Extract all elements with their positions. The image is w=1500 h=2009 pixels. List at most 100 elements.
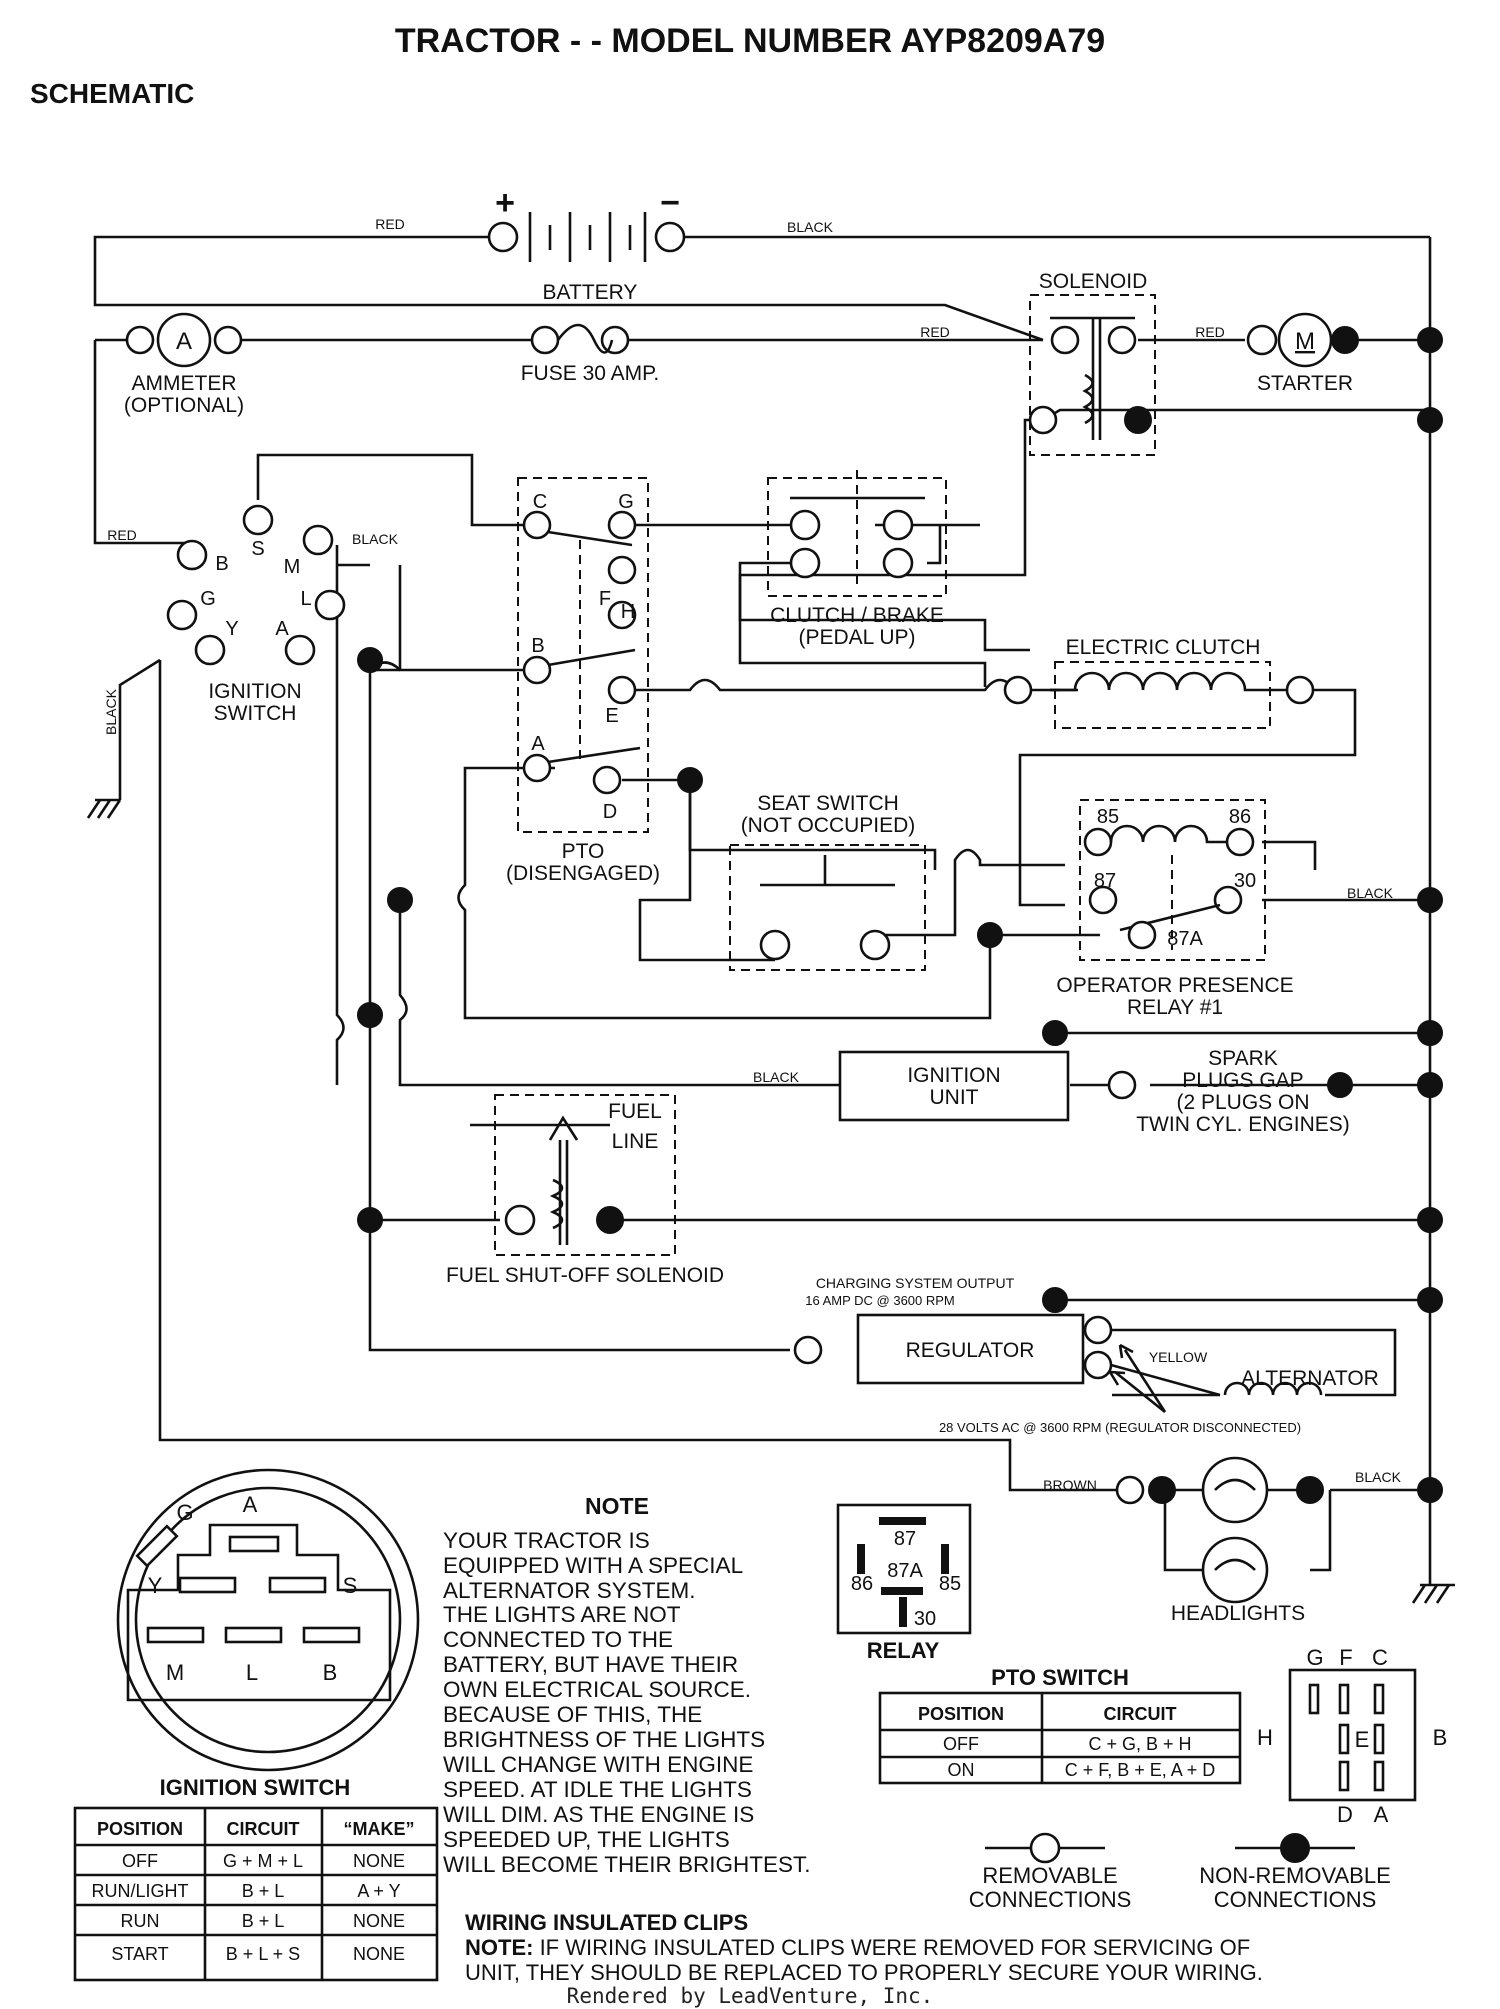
ammeter-symbol: A xyxy=(176,328,192,355)
fuel-line-label: FUEL xyxy=(608,1100,662,1123)
svg-text:TWIN CYL. ENGINES): TWIN CYL. ENGINES) xyxy=(1136,1113,1350,1136)
pto-terminal-c: C xyxy=(533,491,547,513)
operator-presence-relay: 85 86 87 30 87A OPERATOR PRESENCE RELAY … xyxy=(1056,799,1294,1019)
note-line: EQUIPPED WITH A SPECIAL xyxy=(443,1553,743,1578)
pto-diagram-a: A xyxy=(1374,1802,1389,1827)
ignition-table-cell: START xyxy=(111,1944,168,1964)
page-title: TRACTOR - - MODEL NUMBER AYP8209A79 xyxy=(395,22,1105,60)
legend-non-removable-2: CONNECTIONS xyxy=(1214,1887,1377,1912)
relay-pinout-diagram: 87 86 87A 85 30 RELAY xyxy=(836,1503,972,1663)
ignition-label-2: SWITCH xyxy=(214,702,297,725)
ign-terminal-y: Y xyxy=(225,618,238,640)
ign-diagram-b: B xyxy=(323,1660,338,1685)
clips-note-line-2: UNIT, THEY SHOULD BE REPLACED TO PROPERL… xyxy=(465,1960,1263,1985)
note-line: WILL BECOME THEIR BRIGHTEST. xyxy=(443,1852,811,1877)
ign-terminal-m: M xyxy=(284,556,301,578)
wire-label-red: RED xyxy=(375,216,405,232)
ground-icon xyxy=(86,798,1455,1604)
clutch-brake-switch: CLUTCH / BRAKE (PEDAL UP) xyxy=(767,470,947,649)
pto-table-cell: ON xyxy=(948,1760,975,1780)
pto-table-title: PTO SWITCH xyxy=(991,1665,1129,1690)
pto-diagram-f: F xyxy=(1339,1645,1352,1670)
seat-switch-label-2: (NOT OCCUPIED) xyxy=(741,814,916,837)
note-line: THE LIGHTS ARE NOT xyxy=(443,1602,681,1627)
regulator: CHARGING SYSTEM OUTPUT 16 AMP DC @ 3600 … xyxy=(793,1275,1113,1385)
alternator-ac-note: 28 VOLTS AC @ 3600 RPM (REGULATOR DISCON… xyxy=(939,1420,1301,1435)
pto-diagram-b: B xyxy=(1433,1725,1448,1750)
ignition-table-cell: NONE xyxy=(353,1851,405,1871)
ignition-table-cell: OFF xyxy=(122,1851,158,1871)
ignition-table-cell: G + M + L xyxy=(223,1851,303,1871)
pto-terminal-e: E xyxy=(605,705,618,727)
relay-diagram-title: RELAY xyxy=(867,1638,940,1663)
ignition-unit-label-2: UNIT xyxy=(930,1086,979,1109)
wire-label-black: BLACK xyxy=(1347,885,1394,901)
pto-switch: C G F H B E A D PTO (DISENGAGED) xyxy=(506,477,660,885)
pto-terminal-d: D xyxy=(603,801,617,823)
note-line: WILL CHANGE WITH ENGINE xyxy=(443,1752,753,1777)
pto-table-header-position: POSITION xyxy=(918,1704,1004,1724)
ignition-table-cell: A + Y xyxy=(357,1881,400,1901)
ign-diagram-y: Y xyxy=(148,1573,163,1598)
svg-text:SPARK: SPARK xyxy=(1208,1047,1278,1070)
relay-terminal-85: 85 xyxy=(1097,806,1119,828)
alternator: ALTERNATOR xyxy=(1222,1360,1379,1396)
ign-diagram-s: S xyxy=(343,1573,358,1598)
relay-terminal-87a: 87A xyxy=(1167,928,1203,950)
pto-diagram-d: D xyxy=(1337,1802,1353,1827)
alternator-label: ALTERNATOR xyxy=(1241,1367,1379,1390)
ignition-table-cell: B + L xyxy=(242,1881,285,1901)
wire-label-brown: BROWN xyxy=(1043,1477,1097,1493)
note-line: SPEED. AT IDLE THE LIGHTS xyxy=(443,1777,752,1802)
pto-terminal-f: F xyxy=(599,588,611,610)
ignition-table-header-make: “MAKE” xyxy=(344,1819,415,1839)
pto-table-cell: OFF xyxy=(943,1734,979,1754)
wire-label-black: BLACK xyxy=(352,531,399,547)
battery-label: BATTERY xyxy=(543,281,638,304)
ignition-table-header-circuit: CIRCUIT xyxy=(227,1819,300,1839)
electric-clutch: ELECTRIC CLUTCH xyxy=(1003,636,1315,729)
svg-text:PLUGS GAP: PLUGS GAP xyxy=(1182,1069,1303,1092)
wire-label-red: RED xyxy=(1195,324,1225,340)
clips-note-line-1: IF WIRING INSULATED CLIPS WERE REMOVED F… xyxy=(533,1935,1250,1960)
ignition-table-cell: NONE xyxy=(353,1944,405,1964)
fuel-solenoid-label: FUEL SHUT-OFF SOLENOID xyxy=(446,1264,724,1287)
ign-diagram-l: L xyxy=(246,1660,258,1685)
footer-credit: Rendered by LeadVenture, Inc. xyxy=(567,1984,934,2008)
ignition-connector-diagram: G A Y S M L B xyxy=(116,1468,420,1772)
note-line: ALTERNATOR SYSTEM. xyxy=(443,1578,696,1603)
alternator-note: NOTE YOUR TRACTOR IS EQUIPPED WITH A SPE… xyxy=(443,1493,811,1877)
ignition-unit-label: IGNITION xyxy=(907,1064,1000,1087)
pto-table: PTO SWITCH POSITION CIRCUIT OFF C + G, B… xyxy=(878,1665,1242,1785)
ign-diagram-g: G xyxy=(176,1500,193,1525)
svg-text:NOTE: IF WIRING INSULATED CLIP: NOTE: IF WIRING INSULATED CLIPS WERE REM… xyxy=(465,1935,1250,1960)
relay-terminal-30: 30 xyxy=(1234,870,1256,892)
relay-pin-87a: 87A xyxy=(887,1560,923,1582)
fuel-shutoff-solenoid: FUEL LINE FUEL SHUT-OFF SOLENOID xyxy=(446,1094,724,1287)
pto-diagram-c: C xyxy=(1372,1645,1388,1670)
starter-symbol: M xyxy=(1295,328,1315,355)
pto-terminal-b: B xyxy=(531,635,544,657)
ign-diagram-a: A xyxy=(243,1492,258,1517)
ign-terminal-a: A xyxy=(275,618,289,640)
battery: + − BATTERY xyxy=(487,184,686,304)
ammeter: A AMMETER (OPTIONAL) xyxy=(124,312,244,417)
pto-table-header-circuit: CIRCUIT xyxy=(1104,1704,1177,1724)
headlights: HEADLIGHTS xyxy=(1115,1456,1324,1625)
electric-clutch-label: ELECTRIC CLUTCH xyxy=(1066,636,1261,659)
ignition-table-cell: RUN xyxy=(121,1911,160,1931)
note-line: SPEEDED UP, THE LIGHTS xyxy=(443,1827,730,1852)
note-title: NOTE xyxy=(585,1493,649,1519)
ign-terminal-b: B xyxy=(215,553,228,575)
ammeter-optional-label: (OPTIONAL) xyxy=(124,394,244,417)
note-line: WILL DIM. AS THE ENGINE IS xyxy=(443,1802,754,1827)
ignition-switch: B S M G L Y A IGNITION SWITCH xyxy=(166,504,346,725)
relay-pin-87: 87 xyxy=(894,1528,916,1550)
note-line: BECAUSE OF THIS, THE xyxy=(443,1702,702,1727)
ign-terminal-s: S xyxy=(251,538,264,560)
relay-terminal-87: 87 xyxy=(1094,870,1116,892)
fuel-line-label-2: LINE xyxy=(612,1130,659,1153)
ign-diagram-m: M xyxy=(166,1660,184,1685)
pto-terminal-h: H xyxy=(621,601,635,623)
